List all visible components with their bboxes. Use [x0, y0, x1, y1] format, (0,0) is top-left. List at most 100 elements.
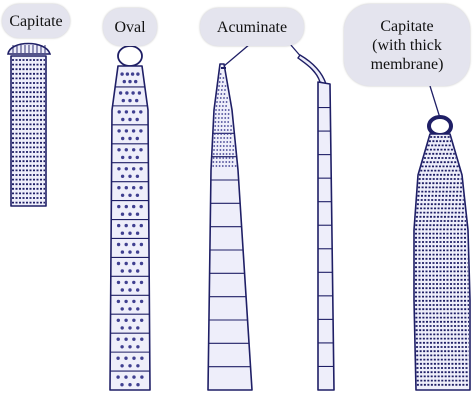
granule — [222, 101, 225, 103]
granule — [117, 204, 121, 209]
granule — [120, 231, 125, 235]
granule — [120, 345, 124, 349]
acuminate-filament-bent — [297, 54, 335, 391]
granule — [229, 141, 232, 143]
granule — [218, 109, 221, 111]
granule — [226, 145, 228, 147]
granule — [116, 356, 120, 360]
granule — [117, 129, 121, 133]
granule — [225, 149, 228, 151]
granule — [228, 161, 231, 163]
granule — [132, 261, 136, 266]
granule — [227, 109, 230, 111]
granule — [120, 174, 125, 178]
granule — [132, 242, 136, 247]
granule — [135, 117, 139, 122]
granule — [227, 113, 230, 115]
granule — [228, 153, 231, 155]
granule — [226, 129, 229, 131]
granule — [224, 85, 227, 87]
granule — [225, 161, 228, 163]
granule — [222, 105, 224, 107]
granule — [132, 167, 136, 171]
granule — [224, 113, 227, 115]
granule — [223, 141, 225, 143]
granule — [117, 186, 121, 190]
granule — [132, 223, 136, 228]
granule — [217, 129, 220, 131]
granule — [128, 212, 132, 216]
granule — [234, 165, 237, 167]
granule — [216, 149, 219, 151]
granule — [230, 125, 233, 127]
granule — [116, 299, 121, 304]
granule — [221, 109, 224, 111]
granule — [214, 129, 216, 131]
granule — [135, 231, 140, 235]
granule — [222, 145, 225, 147]
granule — [217, 133, 219, 135]
granule — [221, 85, 224, 87]
granule — [124, 318, 128, 322]
granule — [217, 89, 220, 91]
granule — [217, 117, 220, 119]
granule — [225, 153, 228, 155]
granule — [132, 148, 136, 152]
granule — [224, 109, 227, 111]
granule — [139, 242, 144, 247]
granule — [222, 157, 225, 159]
pointer-line — [429, 85, 441, 119]
granule — [128, 326, 132, 330]
granule — [135, 155, 139, 160]
granule — [128, 193, 132, 197]
granule — [218, 161, 221, 163]
granule — [223, 97, 225, 99]
granule — [136, 326, 140, 330]
granule — [139, 129, 143, 133]
granule — [225, 101, 228, 103]
granule — [216, 137, 219, 139]
granule — [121, 98, 126, 103]
granule — [220, 121, 223, 123]
granule — [124, 299, 128, 304]
granule — [216, 97, 219, 99]
granule — [124, 280, 128, 285]
granule — [227, 117, 230, 119]
granule — [132, 375, 136, 379]
granule — [213, 137, 216, 139]
granule — [124, 223, 128, 228]
pointer-line — [223, 43, 251, 67]
granule — [116, 242, 121, 247]
granule — [223, 133, 226, 135]
granule — [124, 242, 128, 247]
granule — [214, 121, 217, 123]
granule — [221, 113, 224, 115]
granule — [232, 149, 235, 151]
granule — [136, 383, 140, 387]
granule — [132, 186, 136, 190]
capitate-body — [10, 55, 47, 207]
granule — [124, 356, 128, 360]
granule — [212, 153, 215, 155]
granule — [214, 113, 217, 115]
granule — [121, 155, 125, 160]
granule — [213, 133, 216, 135]
granule — [222, 161, 224, 163]
granule — [229, 149, 231, 151]
granule — [135, 174, 140, 178]
granule — [128, 98, 132, 103]
capitate-thick-label-line2: (with thick — [372, 36, 442, 54]
granule — [135, 98, 139, 103]
capitate-thick-label-bubble: Capitate (with thick membrane) — [344, 4, 470, 86]
granule — [118, 91, 123, 95]
granule — [116, 280, 121, 285]
granule — [219, 149, 222, 151]
granule — [219, 141, 222, 143]
granule — [116, 318, 121, 322]
granule — [124, 129, 129, 133]
granule — [125, 72, 130, 76]
granule — [128, 269, 132, 273]
granule — [128, 174, 132, 178]
granule — [223, 137, 226, 139]
